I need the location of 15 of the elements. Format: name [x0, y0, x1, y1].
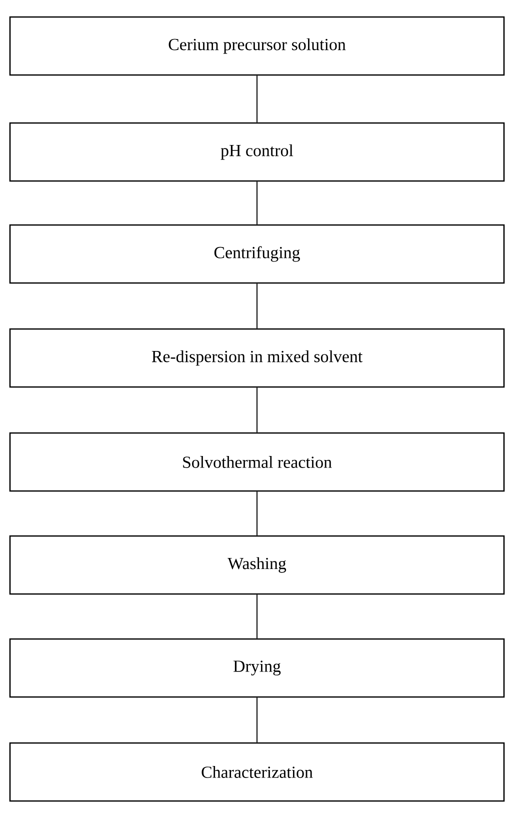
connector-line [256, 387, 258, 433]
connector-line [256, 283, 258, 329]
connector-line [256, 491, 258, 536]
process-box: pH control [9, 122, 505, 182]
connector-line [256, 181, 258, 225]
process-box: Characterization [9, 742, 505, 802]
connector-line [256, 594, 258, 639]
process-box: Centrifuging [9, 224, 505, 284]
process-box: Washing [9, 535, 505, 595]
connector-line [256, 75, 258, 123]
process-box: Cerium precursor solution [9, 16, 505, 76]
process-box: Re-dispersion in mixed solvent [9, 328, 505, 388]
process-box: Solvothermal reaction [9, 432, 505, 492]
process-box: Drying [9, 638, 505, 698]
connector-line [256, 697, 258, 743]
